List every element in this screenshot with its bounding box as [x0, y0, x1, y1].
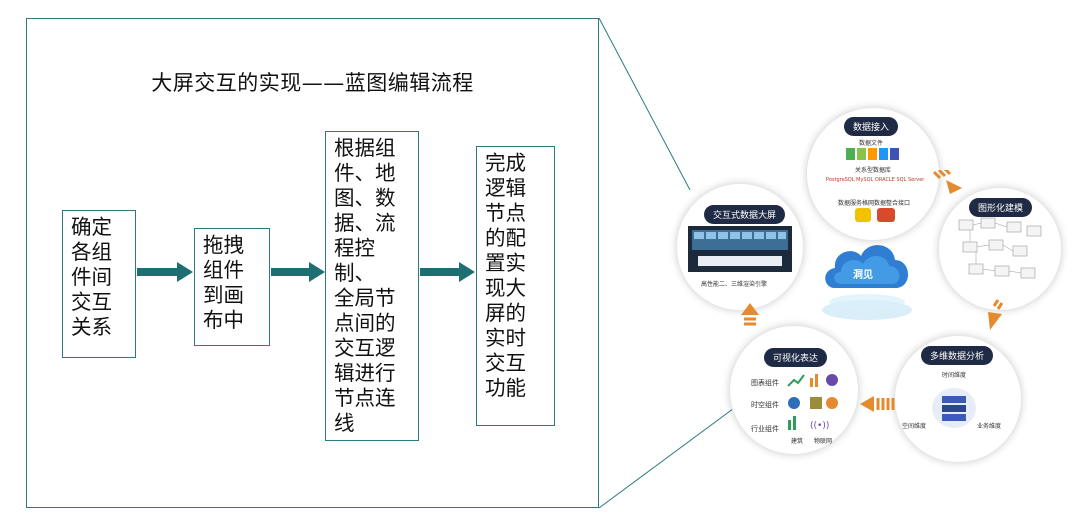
cloud-label: 洞见 — [853, 270, 873, 281]
data-input-label: 数据接入 — [844, 117, 899, 136]
time-dimension-text: 时间维度 — [942, 372, 967, 379]
industry-component-text: 行业组件 — [751, 425, 779, 433]
database-text: 关系型数据库 — [855, 167, 892, 174]
flow-arrow-1-icon — [932, 170, 962, 194]
arrow-1-icon — [137, 262, 193, 282]
connector-top-line — [598, 17, 691, 191]
building-text: 建筑 — [791, 438, 804, 445]
cloud-icon — [822, 245, 912, 320]
step-3-box: 根据组 件、地 图、数 据、流 程控制、 全局节 点间的 交互逻 辑进行 节点连… — [325, 131, 419, 441]
iot-text: 物联网 — [814, 438, 833, 445]
data-cube-icon — [932, 388, 976, 428]
data-service-text: 数据服务格网数据整合接口 — [838, 200, 911, 207]
space-dimension-text: 空间维度 — [902, 423, 927, 430]
step-4-box: 完成 逻辑 节点 的配 置实 现大 屏的 实时 交互 功能 — [476, 146, 555, 426]
step-2-box: 拖拽 组件 到画 布中 — [194, 228, 270, 346]
business-dimension-text: 业务维度 — [977, 423, 1002, 430]
data-file-text: 数据文件 — [859, 140, 884, 147]
visual-expression-label: 可视化表达 — [764, 348, 828, 367]
chart-component-text: 图表组件 — [751, 379, 779, 387]
diagram-title: 大屏交互的实现——蓝图编辑流程 — [151, 71, 474, 95]
flow-arrow-3-icon — [860, 396, 895, 412]
multi-analysis-label: 多维数据分析 — [921, 346, 994, 365]
process-frame: 大屏交互的实现——蓝图编辑流程 — [26, 18, 599, 508]
visual-expression-circle — [729, 325, 859, 455]
spatial-component-text: 时空组件 — [751, 401, 779, 409]
connector-bottom-line — [598, 399, 746, 509]
flow-arrow-2-icon — [988, 299, 1004, 330]
flow-arrow-4-icon — [741, 303, 759, 326]
file-icons — [846, 148, 899, 160]
database-logos: PostgreSQL MySQL ORACLE SQL Server — [826, 177, 925, 183]
interactive-screen-label: 交互式数据大屏 — [704, 205, 786, 224]
render-engine-caption: 高性能二、三维渲染引擎 — [701, 281, 768, 288]
control-room-image — [688, 226, 792, 272]
arrow-2-icon — [271, 262, 325, 282]
component-icons: ((•)) — [787, 374, 838, 431]
model-diagram-icon — [958, 217, 1042, 279]
svg-text:((•)): ((•)) — [810, 421, 829, 431]
tool-logos-icon — [855, 208, 895, 222]
step-1-box: 确定 各组 件间 交互 关系 — [62, 210, 136, 358]
graph-model-label: 图形化建模 — [969, 198, 1033, 217]
arrow-3-icon — [420, 262, 475, 282]
